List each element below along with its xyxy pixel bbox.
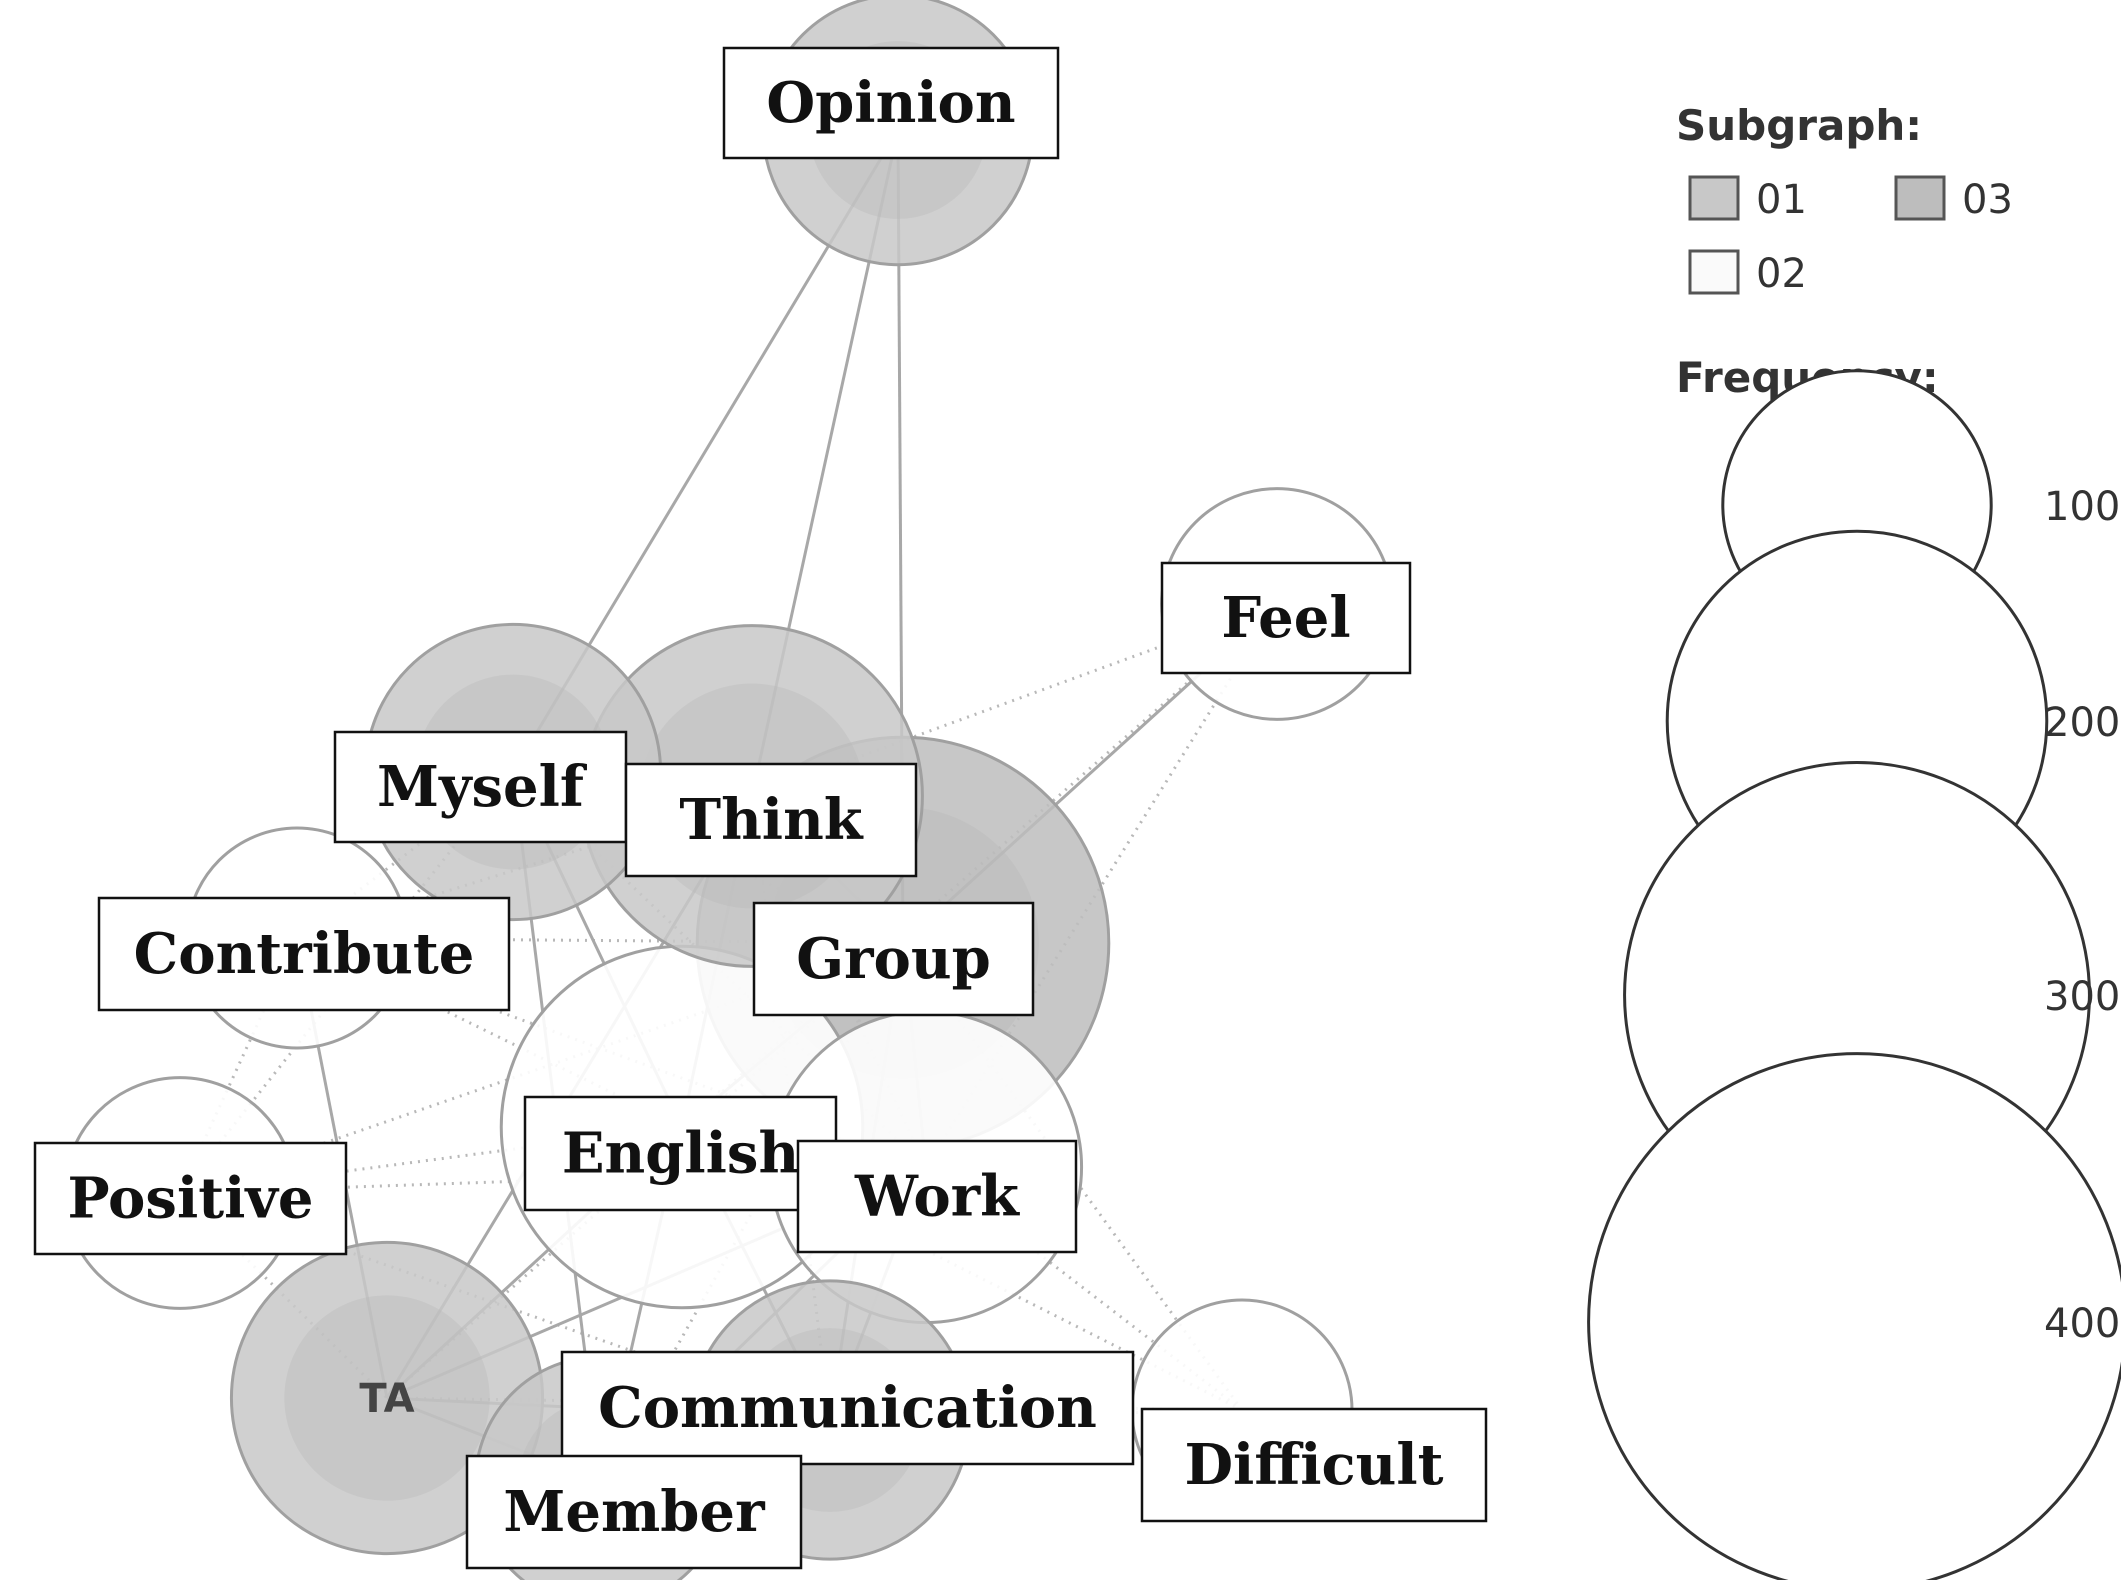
label-contribute: Contribute bbox=[134, 921, 475, 987]
label-think: Think bbox=[679, 787, 863, 853]
label-box-work: Work bbox=[796, 1139, 1078, 1254]
label-work: Work bbox=[854, 1164, 1020, 1230]
legend-frequency-label-300: 300 bbox=[2044, 974, 2120, 1020]
node-label-ta: TA bbox=[359, 1376, 414, 1422]
label-box-communication: Communication bbox=[560, 1350, 1135, 1466]
label-box-positive: Positive bbox=[33, 1141, 348, 1256]
legend-subgraph-label-02: 02 bbox=[1756, 251, 1807, 297]
legend-subgraph-items: 01 03 02 bbox=[1688, 175, 2013, 297]
label-box-frame bbox=[752, 901, 1035, 1017]
label-difficult: Difficult bbox=[1184, 1432, 1443, 1498]
label-box-frame bbox=[97, 896, 511, 1012]
legend-swatch-01 bbox=[1688, 175, 1740, 221]
label-box-opinion: Opinion bbox=[722, 46, 1060, 160]
label-box-difficult: Difficult bbox=[1140, 1407, 1488, 1523]
label-box-frame bbox=[465, 1454, 803, 1570]
label-box-frame bbox=[796, 1139, 1078, 1254]
node-core-ta bbox=[284, 1295, 490, 1501]
legend-subgraph-01: 01 bbox=[1688, 175, 1807, 223]
label-box-frame bbox=[722, 46, 1060, 160]
label-box-frame bbox=[33, 1141, 348, 1256]
legend-swatch-02 bbox=[1688, 249, 1740, 295]
label-member: Member bbox=[503, 1479, 766, 1545]
legend-frequency-label-400: 400 bbox=[2044, 1301, 2120, 1347]
legend-frequency-label-100: 100 bbox=[2044, 484, 2120, 530]
legend-swatch-03 bbox=[1894, 175, 1946, 221]
label-feel: Feel bbox=[1221, 585, 1350, 651]
legend-frequency-label-200: 200 bbox=[2044, 700, 2120, 746]
legend-subgraph-label-01: 01 bbox=[1756, 177, 1807, 223]
label-box-contribute: Contribute bbox=[97, 896, 511, 1012]
legend-frequency-circle-400 bbox=[1587, 1052, 2121, 1580]
label-box-member: Member bbox=[465, 1454, 803, 1570]
label-opinion: Opinion bbox=[766, 70, 1015, 136]
label-english: English bbox=[562, 1121, 799, 1187]
legend-frequency-400: 400 bbox=[1587, 1052, 2121, 1580]
label-box-frame bbox=[1140, 1407, 1488, 1523]
label-box-group: Group bbox=[752, 901, 1035, 1017]
label-group: Group bbox=[796, 926, 991, 992]
label-box-think: Think bbox=[624, 762, 918, 878]
label-box-frame bbox=[624, 762, 918, 878]
label-box-feel: Feel bbox=[1160, 561, 1412, 675]
label-box-frame bbox=[1160, 561, 1412, 675]
legend-subgraph-02: 02 bbox=[1688, 249, 1807, 297]
legend-subgraph-title: Subgraph: bbox=[1676, 101, 1922, 150]
label-box-frame bbox=[333, 730, 628, 844]
label-communication: Communication bbox=[598, 1375, 1097, 1441]
legend-subgraph-label-03: 03 bbox=[1962, 177, 2013, 223]
label-box-english: English bbox=[523, 1095, 838, 1212]
label-myself: Myself bbox=[377, 754, 588, 820]
label-box-frame bbox=[560, 1350, 1135, 1466]
legend-subgraph-03: 03 bbox=[1894, 175, 2013, 223]
label-box-myself: Myself bbox=[333, 730, 628, 844]
label-positive: Positive bbox=[67, 1166, 313, 1232]
legend-frequency-items: 100 200 300 400 bbox=[1587, 369, 2121, 1580]
